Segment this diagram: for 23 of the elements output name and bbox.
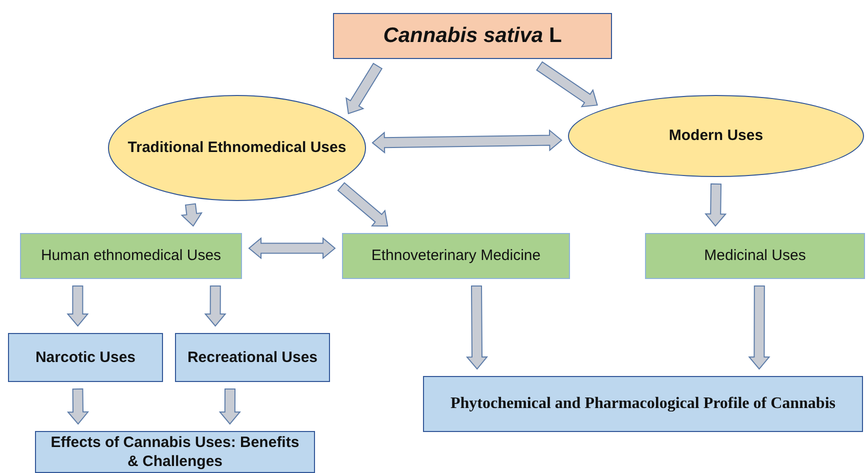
use-box: Ethnoveterinary Medicine xyxy=(342,233,570,279)
use-box: Recreational Uses xyxy=(175,333,330,382)
block-arrow xyxy=(346,62,383,114)
block-arrow xyxy=(536,61,598,108)
double-arrow xyxy=(248,237,336,260)
use-box: Effects of Cannabis Uses: Benefits & Challenges xyxy=(35,431,315,473)
block-arrow xyxy=(66,286,89,327)
block-arrow xyxy=(66,388,90,425)
category-ellipse: Modern Uses xyxy=(568,95,864,177)
block-arrow xyxy=(748,286,770,370)
profile-box: Phytochemical and Pharmacological Profile of Cannabis xyxy=(423,376,863,432)
double-arrow xyxy=(372,129,562,154)
block-arrow xyxy=(204,286,226,327)
block-arrow xyxy=(704,183,727,227)
use-box: Human ethnomedical Uses xyxy=(20,233,242,279)
block-arrow xyxy=(337,182,388,226)
block-arrow xyxy=(466,286,488,370)
block-arrow xyxy=(218,388,241,425)
use-box: Medicinal Uses xyxy=(645,233,865,279)
title-box: Cannabis sativa L xyxy=(333,13,612,59)
block-arrow xyxy=(180,203,203,227)
use-box: Narcotic Uses xyxy=(8,333,163,382)
category-ellipse: Traditional Ethnomedical Uses xyxy=(108,95,366,201)
